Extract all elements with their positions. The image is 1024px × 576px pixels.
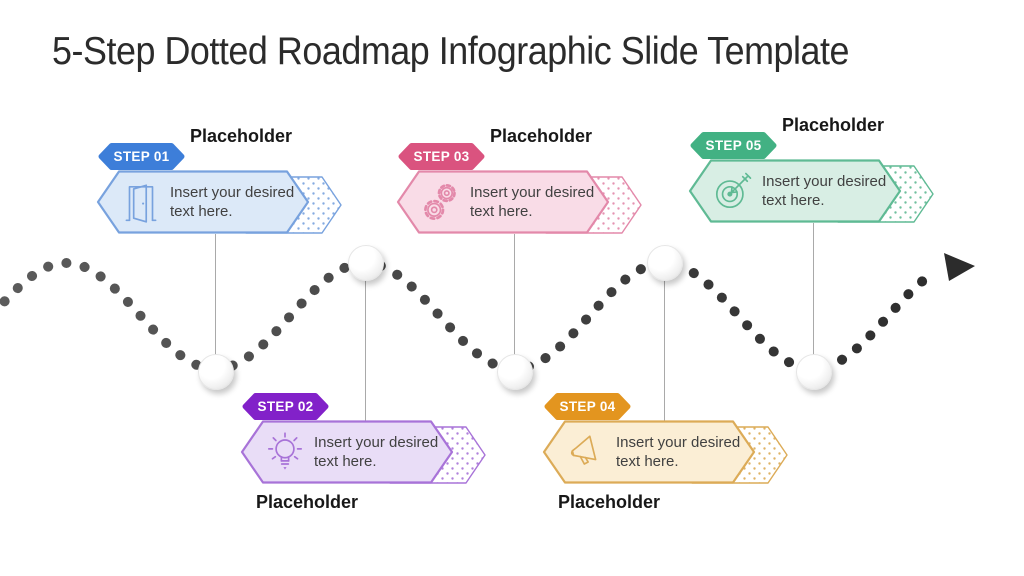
step-body-text: Insert your desired text here. [470,184,595,221]
step-body-text: Insert your desired text here. [616,434,741,471]
step-group-5: Placeholder STEP 05 Insert your desired … [688,113,988,283]
milestone-node [198,354,234,390]
step-heading: Placeholder [490,126,593,146]
step-badge-shape [242,393,329,420]
step-badge-shape [544,393,631,420]
step-heading: Placeholder [782,115,885,135]
milestone-node [796,354,832,390]
target-icon [715,172,752,209]
milestone-node [497,354,533,390]
step-badge-shape [98,143,185,170]
step-group-2: STEP 02 Insert your desired text here. P… [240,393,540,563]
lightbulb-icon [267,432,303,470]
step-heading: Placeholder [558,492,661,512]
step-box [688,159,902,223]
step-badge-label: STEP 03 [413,149,470,164]
step-body-text: Insert your desired text here. [762,173,887,210]
gears-icon [424,184,456,220]
step-group-3: Placeholder STEP 03 Insert your desired … [396,124,696,294]
step-badge-shape [398,143,485,170]
step-badge-label: STEP 04 [559,399,616,414]
step-box [542,420,756,484]
step-body-text: Insert your desired text here. [314,434,439,471]
step-badge-label: STEP 05 [705,138,762,153]
step-heading: Placeholder [190,126,293,146]
step-group-1: Placeholder STEP 01 Insert your desired … [96,124,396,294]
step-body-text: Insert your desired text here. [170,184,295,221]
megaphone-icon [570,435,597,465]
step-heading: Placeholder [256,492,359,512]
step-badge-label: STEP 02 [257,399,314,414]
door-icon [125,184,157,223]
step-badge-shape [690,132,777,159]
step-badge-label: STEP 01 [113,149,170,164]
step-group-4: STEP 04 Insert your desired text here. P… [542,393,842,563]
step-box [240,420,454,484]
slide-title: 5-Step Dotted Roadmap Infographic Slide … [52,30,850,73]
